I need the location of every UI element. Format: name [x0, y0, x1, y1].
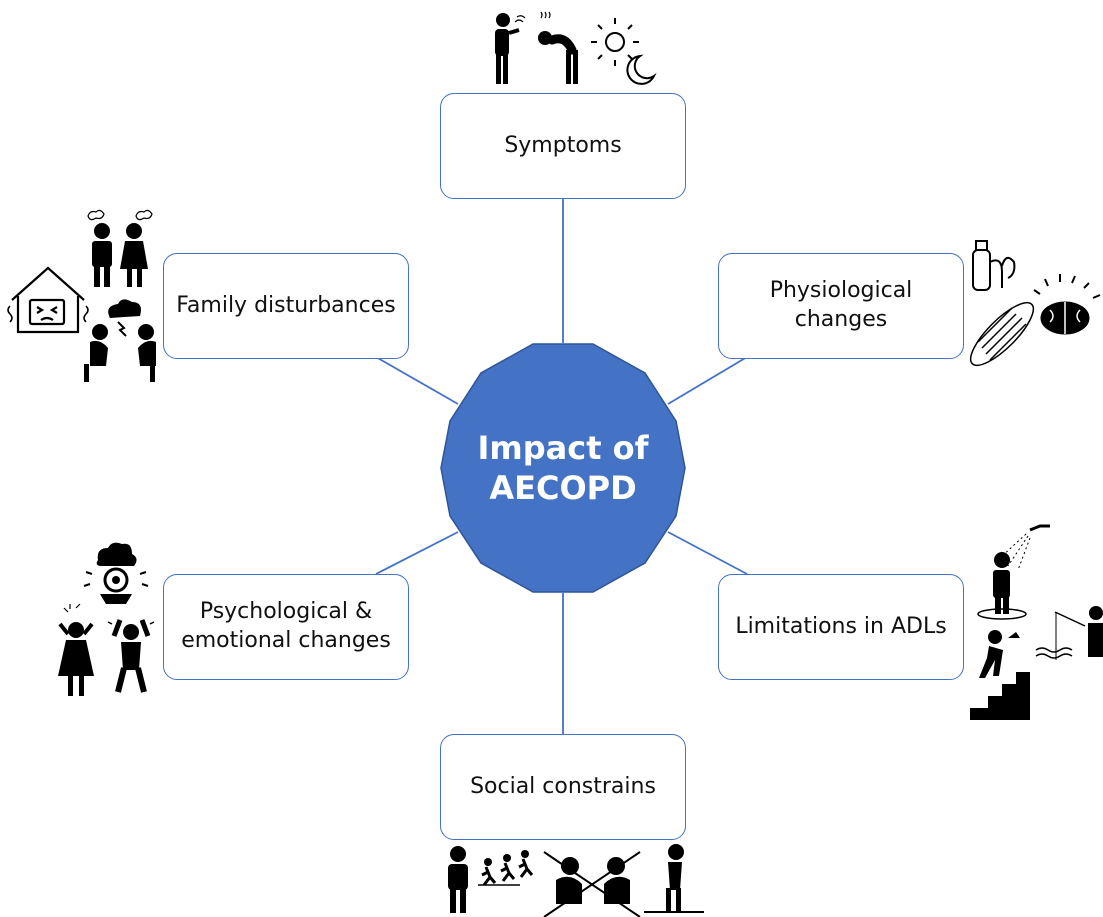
center-label-line1: Impact of: [477, 429, 649, 467]
connector-psychological: [375, 531, 459, 575]
node-family-disturbances: Family disturbances: [163, 253, 409, 359]
node-physiological-changes: Physiological changes: [718, 253, 964, 359]
social-icons: [448, 844, 704, 917]
standing-alone-icon: [644, 844, 704, 913]
shower-person-icon: [977, 524, 1050, 620]
sun-moon-icon: [591, 18, 657, 85]
node-physiological-label-line2: changes: [794, 307, 888, 332]
running-group-icon: [478, 850, 534, 886]
center-label-line2: AECOPD: [489, 469, 637, 507]
node-symptoms: Symptoms: [440, 93, 686, 199]
fishing-person-icon: [1035, 606, 1103, 660]
node-social-constrains: Social constrains: [440, 734, 686, 840]
brain-icon: [1033, 274, 1101, 335]
cloud-head-icon: [83, 542, 149, 604]
adls-icons: [970, 524, 1103, 720]
node-physiological-label-line1: Physiological: [769, 278, 913, 304]
node-psychological-label-line2: emotional changes: [181, 628, 391, 653]
symptoms-icons: [495, 11, 657, 85]
connector-family: [375, 356, 459, 405]
psychological-icons: [58, 542, 155, 696]
node-symptoms-label: Symptoms: [504, 132, 622, 158]
center-dodecagon: [440, 343, 686, 593]
crossed-out-gathering-icon: [543, 851, 641, 917]
stressed-person-icon: [107, 619, 155, 693]
node-social-label: Social constrains: [470, 773, 656, 799]
arguing-couple-icon: [87, 209, 153, 287]
node-limitations-adls: Limitations in ADLs: [718, 574, 964, 680]
node-family-label: Family disturbances: [176, 292, 396, 318]
node-adls-label: Limitations in ADLs: [735, 613, 947, 639]
dizzy-bent-person-icon: [538, 11, 578, 84]
oxygen-tank-icon: [972, 240, 1016, 291]
watching-person-icon: [448, 846, 468, 913]
family-icons: [7, 209, 156, 382]
node-psychological-emotional: Psychological & emotional changes: [163, 574, 409, 680]
connector-adls: [667, 531, 748, 575]
stair-climbing-person-icon: [970, 630, 1030, 720]
center-node-label: Impact of AECOPD: [441, 343, 685, 593]
node-psychological-label-line1: Psychological &: [199, 599, 373, 625]
connector-physiological: [667, 356, 748, 405]
angry-girl-icon: [58, 603, 94, 696]
quarrel-seated-icon: [84, 299, 156, 382]
coughing-person-icon: [495, 13, 526, 84]
upset-house-icon: [7, 266, 89, 334]
physiological-icons: [969, 240, 1101, 367]
muscle-icon: [969, 301, 1035, 367]
